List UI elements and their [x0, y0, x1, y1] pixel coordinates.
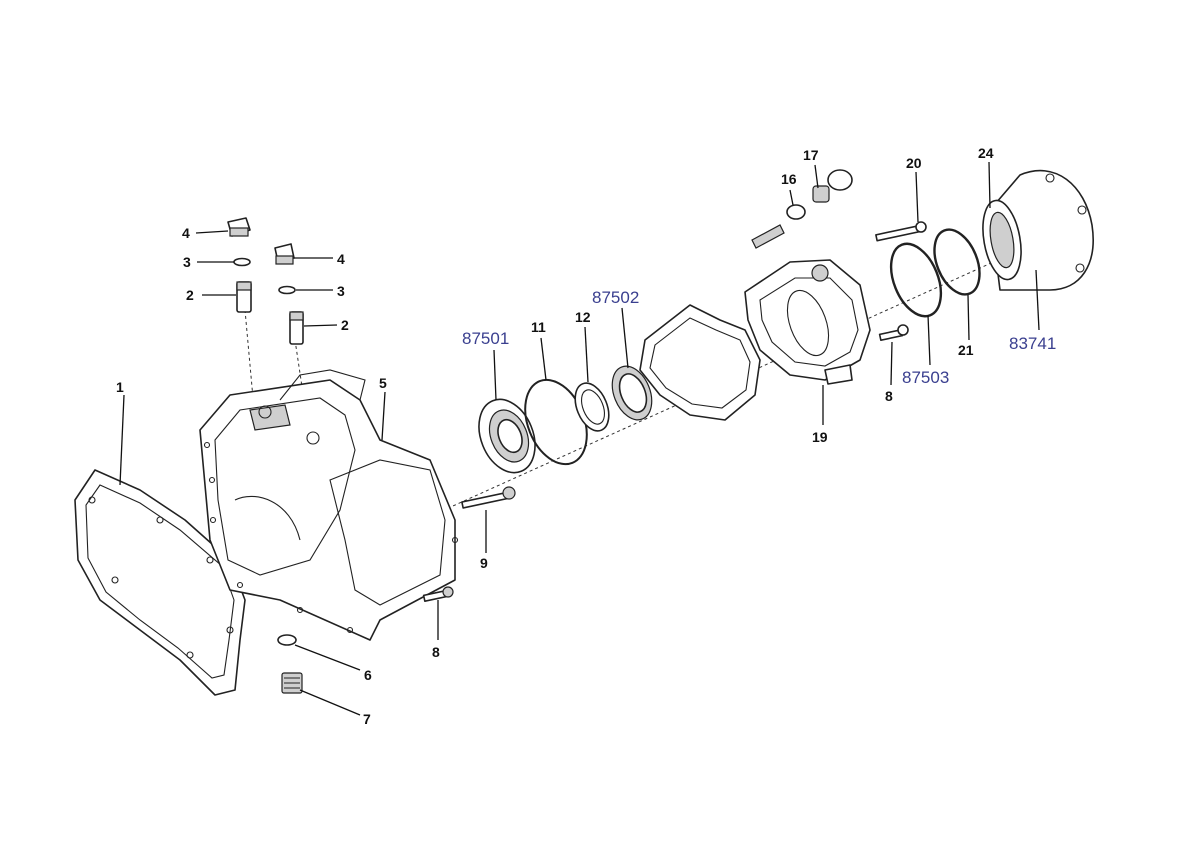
nut-4-left	[227, 217, 251, 237]
callout-19: 19	[812, 429, 828, 445]
bolt-9	[461, 486, 516, 509]
gasket-1	[74, 469, 246, 696]
washer-3-left	[233, 257, 251, 267]
seal-87503	[889, 242, 943, 318]
callout-3-right: 3	[337, 283, 345, 299]
ring-12	[574, 382, 610, 432]
callout-16: 16	[781, 171, 797, 187]
callout-5: 5	[379, 375, 387, 391]
leader-1	[119, 394, 125, 486]
bolt-8-lower	[422, 586, 454, 603]
leader-20	[915, 171, 919, 223]
callout-4-left: 4	[182, 225, 190, 241]
plug-7	[281, 672, 303, 694]
oring-6	[277, 634, 297, 646]
leader-12	[584, 326, 589, 383]
callout-8-upper: 8	[885, 388, 893, 404]
callout-7: 7	[363, 711, 371, 727]
callout-2-right: 2	[341, 317, 349, 333]
part-number-87501: 87501	[462, 329, 509, 348]
leader-87503	[927, 314, 931, 366]
leader-11	[540, 337, 547, 381]
bearing-87501	[478, 398, 536, 474]
leader-4-left	[195, 230, 229, 234]
leader-8-upper	[890, 341, 893, 386]
callout-1: 1	[116, 379, 124, 395]
callout-4-right: 4	[337, 251, 345, 267]
gasket-middle	[639, 304, 761, 421]
leader-7	[299, 689, 361, 716]
fitting-16	[751, 204, 806, 249]
callout-20: 20	[906, 155, 922, 171]
callout-9: 9	[480, 555, 488, 571]
adapter-housing-19	[744, 259, 871, 385]
leader-87502	[621, 307, 629, 369]
leader-16	[789, 189, 794, 206]
housing-5	[199, 369, 459, 641]
callout-6: 6	[364, 667, 372, 683]
bolt-20	[875, 221, 927, 242]
leader-24	[988, 161, 991, 209]
leader-83741	[1035, 269, 1040, 331]
nut-4-right	[274, 243, 295, 265]
stud-2-right	[289, 311, 304, 345]
ring-21	[933, 228, 981, 296]
leader-2-right	[303, 324, 338, 327]
part-number-87503: 87503	[902, 368, 949, 387]
callout-11: 11	[531, 319, 546, 335]
callout-8-lower: 8	[432, 644, 440, 660]
part-number-83741: 83741	[1009, 334, 1056, 353]
leader-21	[967, 294, 970, 341]
callout-24: 24	[978, 145, 994, 161]
callout-21: 21	[958, 342, 974, 358]
callout-12: 12	[575, 309, 591, 325]
part-number-87502: 87502	[592, 288, 639, 307]
leader-17	[814, 164, 819, 189]
stud-2-left	[236, 281, 252, 313]
leader-5	[381, 391, 386, 441]
output-flange-83741	[982, 169, 1094, 291]
callout-2-left: 2	[186, 287, 194, 303]
washer-3-right	[278, 285, 296, 295]
sensor-17	[812, 169, 853, 203]
leader-6	[294, 644, 361, 671]
bolt-8-upper	[878, 324, 909, 342]
leader-87501	[493, 349, 497, 401]
bearing-cup-87502	[611, 365, 653, 421]
callout-3-left: 3	[183, 254, 191, 270]
callout-17: 17	[803, 147, 819, 163]
